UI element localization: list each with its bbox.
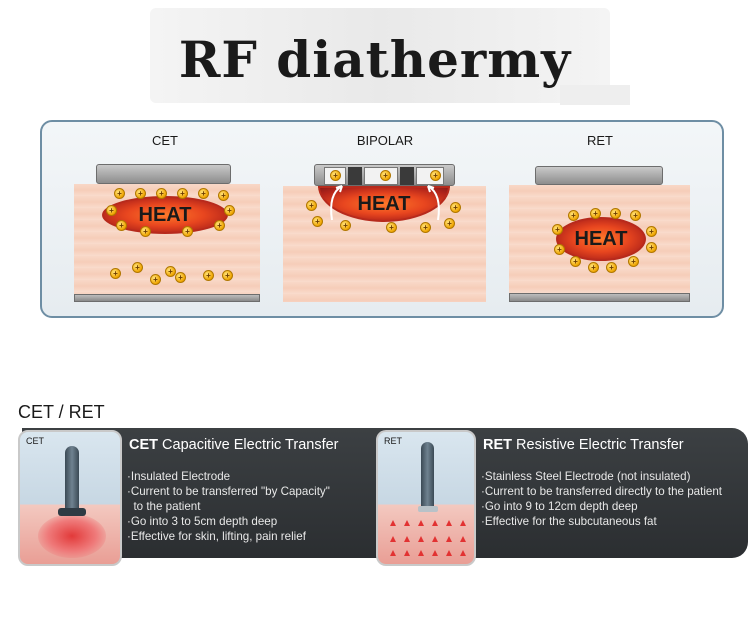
current-arrow-icon <box>404 550 410 556</box>
bipolar-ion: + <box>386 222 397 233</box>
cet-ion: + <box>132 262 143 273</box>
bipolar-ion: + <box>380 170 391 181</box>
cet-bottom-electrode <box>74 294 260 302</box>
ret-line-4: ·Effective for the subcutaneous fat <box>481 515 657 528</box>
cet-line-3: to the patient <box>127 500 201 513</box>
cet-ion: + <box>218 190 229 201</box>
cet-ion: + <box>116 220 127 231</box>
ret-ion: + <box>554 244 565 255</box>
ret-thumbnail: RET <box>376 430 476 566</box>
ret-probe-icon <box>421 442 434 508</box>
page-title: RF diathermy <box>178 30 572 89</box>
bipolar-ion: + <box>444 218 455 229</box>
ret-bottom-electrode <box>509 293 690 302</box>
current-arrow-icon <box>390 520 396 526</box>
ret-card-title: RET Resistive Electric Transfer <box>483 437 684 453</box>
ret-ion: + <box>568 210 579 221</box>
current-arrow-icon <box>460 536 466 542</box>
cet-ion: + <box>203 270 214 281</box>
ret-ion: + <box>610 208 621 219</box>
cet-probe-tip <box>58 508 86 516</box>
title-background <box>150 8 610 103</box>
ret-ion: + <box>570 256 581 267</box>
bipolar-ion: + <box>420 222 431 233</box>
ret-ion: + <box>628 256 639 267</box>
bipolar-insulator-2 <box>400 167 414 185</box>
current-arrow-icon <box>460 550 466 556</box>
ret-heat-zone: HEAT <box>556 217 646 261</box>
cet-ion: + <box>106 205 117 216</box>
current-arrow-icon <box>446 536 452 542</box>
bipolar-ion: + <box>450 202 461 213</box>
cet-thumbnail: CET <box>18 430 122 566</box>
current-arrow-icon <box>446 550 452 556</box>
current-arrow-icon <box>418 536 424 542</box>
cet-ion: + <box>175 272 186 283</box>
current-arrow-icon <box>390 550 396 556</box>
cet-ion: + <box>177 188 188 199</box>
ret-heat-label: HEAT <box>574 227 628 250</box>
ret-line-3: ·Go into 9 to 12cm depth deep <box>481 500 638 513</box>
ret-ion: + <box>646 242 657 253</box>
cet-line-1: ·Insulated Electrode <box>127 470 231 483</box>
cet-ion: + <box>165 266 176 277</box>
ret-ion: + <box>588 262 599 273</box>
cet-thumbnail-label: CET <box>26 436 44 446</box>
current-arrow-icon <box>404 536 410 542</box>
current-arrow-icon <box>432 536 438 542</box>
current-arrow-icon <box>432 550 438 556</box>
cet-ion: + <box>222 270 233 281</box>
cet-ion: + <box>150 274 161 285</box>
ret-ion: + <box>590 208 601 219</box>
current-arrow-icon <box>418 550 424 556</box>
current-arrow-icon <box>404 520 410 526</box>
bipolar-heat-label: HEAT <box>357 192 411 215</box>
bipolar-diagram-label: BIPOLAR <box>356 133 414 148</box>
bipolar-ion: + <box>306 200 317 211</box>
bipolar-ion: + <box>430 170 441 181</box>
cet-heat-label: HEAT <box>138 203 192 226</box>
cet-ion: + <box>135 188 146 199</box>
cet-ion: + <box>110 268 121 279</box>
ret-ion: + <box>630 210 641 221</box>
cet-ion: + <box>114 188 125 199</box>
bipolar-insulator-1 <box>348 167 362 185</box>
ret-line-2: ·Current to be transferred directly to t… <box>481 485 723 498</box>
cet-card-title: CET Capacitive Electric Transfer <box>129 437 339 453</box>
ret-ion: + <box>606 262 617 273</box>
cet-probe-icon <box>65 446 79 510</box>
cet-diagram-label: CET <box>152 133 178 148</box>
current-arrow-icon <box>432 520 438 526</box>
cet-ion: + <box>156 188 167 199</box>
current-arrow-icon <box>418 520 424 526</box>
cet-ion: + <box>224 205 235 216</box>
cet-ion: + <box>182 226 193 237</box>
section-title: CET / RET <box>18 402 105 422</box>
cet-line-5: ·Effective for skin, lifting, pain relie… <box>127 530 306 543</box>
ret-probe-tip <box>418 506 438 512</box>
ret-ion: + <box>552 224 563 235</box>
current-arrow-icon <box>446 520 452 526</box>
cet-line-2: ·Current to be transferred "by Capacity" <box>127 485 330 498</box>
ret-ion: + <box>646 226 657 237</box>
bipolar-ion: + <box>312 216 323 227</box>
cet-line-4: ·Go into 3 to 5cm depth deep <box>127 515 278 528</box>
title-background-shadow <box>560 85 630 105</box>
cet-ion: + <box>140 226 151 237</box>
cet-ion: + <box>214 220 225 231</box>
ret-line-1: ·Stainless Steel Electrode (not insulate… <box>481 470 691 483</box>
cet-ion: + <box>198 188 209 199</box>
cet-top-electrode <box>96 164 231 184</box>
current-arrow-icon <box>390 536 396 542</box>
current-arrow-icon <box>460 520 466 526</box>
ret-diagram-label: RET <box>587 133 613 148</box>
cet-heat-glow <box>38 514 106 558</box>
bipolar-ion: + <box>330 170 341 181</box>
bipolar-current-arrows <box>330 185 440 221</box>
ret-top-electrode <box>535 166 663 185</box>
bipolar-ion: + <box>340 220 351 231</box>
ret-thumbnail-label: RET <box>384 436 402 446</box>
